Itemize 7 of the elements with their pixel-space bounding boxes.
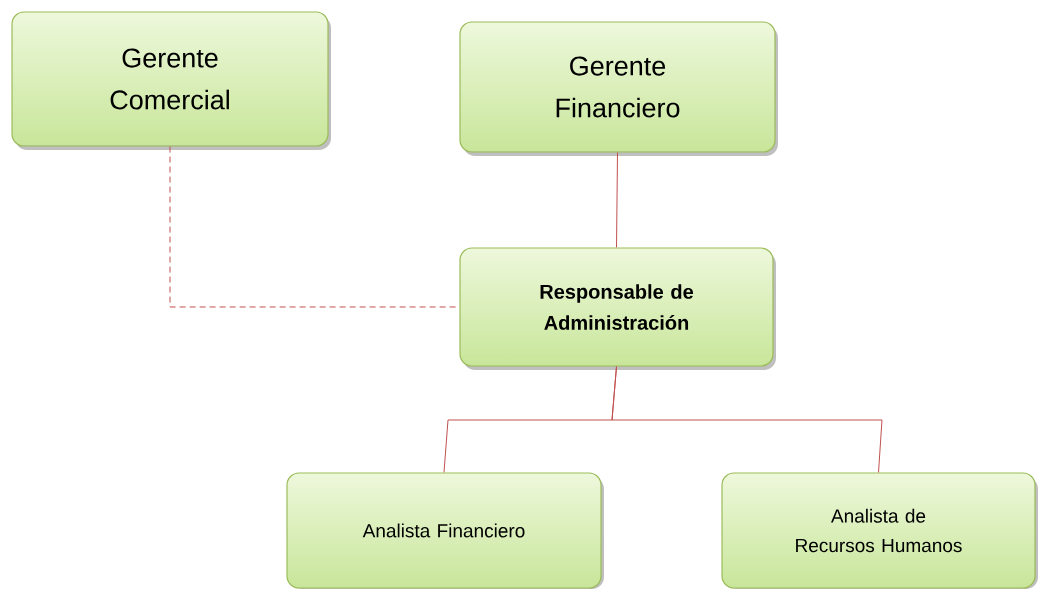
org-box: Gerente Financiero — [459, 21, 778, 156]
connector-line — [611, 366, 883, 473]
org-box: Responsable de Administración — [459, 247, 776, 370]
connector-line — [616, 152, 618, 248]
org-box: Gerente Comercial — [11, 11, 331, 150]
org-box: Analista Financiero — [286, 472, 604, 589]
org-box: Analista de Recursos Humanos — [721, 472, 1038, 589]
